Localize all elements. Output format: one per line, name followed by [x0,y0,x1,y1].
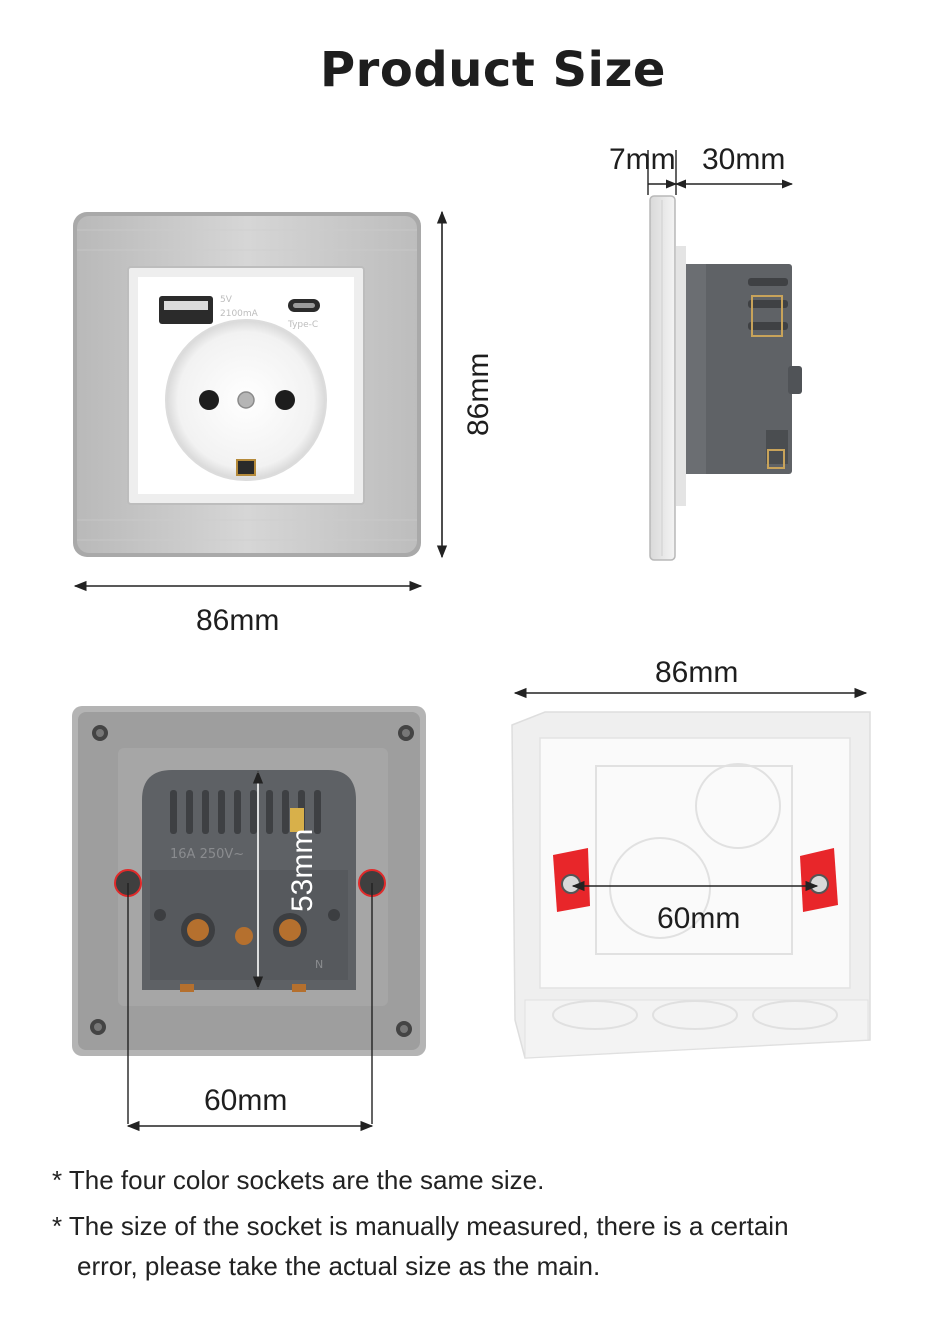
back-view-socket: 16A 250V~ N [72,706,426,1056]
usb-rating-text: 5V [220,295,233,305]
box-width-label: 86mm [655,656,739,689]
box-screw-spacing-label: 60mm [657,902,741,935]
note-measurement-error: * The size of the socket is manually mea… [52,1211,789,1241]
body-depth-label: 30mm [702,143,786,176]
page-title: Product Size [320,42,666,98]
note-same-size: * The four color sockets are the same si… [52,1165,545,1195]
front-view-socket: 5V 2100mA Type-C [73,212,421,557]
svg-text:2100mA: 2100mA [220,309,259,319]
back-screw-spacing-label: 60mm [204,1084,288,1117]
front-width-label: 86mm [196,604,280,637]
neutral-mark: N [315,958,323,971]
plate-depth-label: 7mm [609,143,676,176]
mounting-box [511,711,871,1059]
type-c-text: Type-C [287,320,318,330]
module-rating-text: 16A 250V~ [170,847,244,862]
module-height-label: 53mm [286,828,319,912]
note-measurement-error-continued: error, please take the actual size as th… [77,1251,601,1281]
side-view-socket [649,195,802,561]
front-height-label: 86mm [462,352,495,436]
